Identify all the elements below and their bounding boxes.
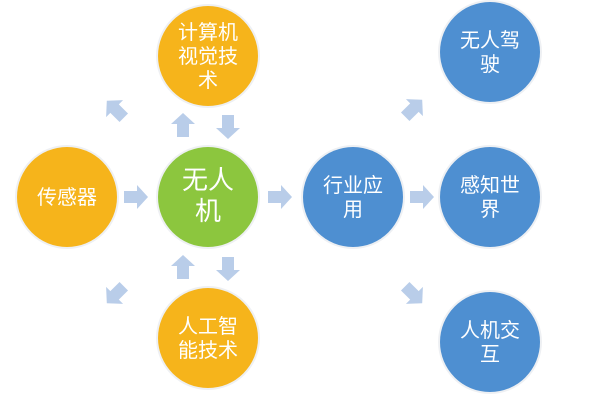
node-industry-label: 行业应用 bbox=[323, 173, 383, 221]
arrow-to-bottom-left-icon bbox=[106, 281, 129, 304]
node-ai-label: 人工智能技术 bbox=[178, 314, 238, 362]
arrow-to-hci-icon bbox=[400, 281, 423, 304]
node-industry: 行业应用 bbox=[303, 147, 403, 247]
node-vision: 计算机视觉技术 bbox=[158, 6, 258, 106]
arrow-drone-to-ai-down-icon bbox=[216, 257, 240, 281]
node-perception-label: 感知世界 bbox=[460, 173, 520, 221]
arrow-to-top-left-icon bbox=[106, 100, 129, 123]
arrow-drone-to-ai-up-icon bbox=[171, 255, 195, 279]
node-sensor-label: 传感器 bbox=[37, 185, 97, 209]
node-drone-label: 无人机 bbox=[181, 165, 234, 227]
node-drone: 无人机 bbox=[158, 147, 258, 247]
arrow-vision-to-drone-icon bbox=[216, 115, 240, 139]
node-sensor: 传感器 bbox=[17, 147, 117, 247]
node-autodrive-label: 无人驾驶 bbox=[460, 28, 520, 76]
node-hci: 人机交互 bbox=[440, 292, 540, 392]
node-perception: 感知世界 bbox=[440, 147, 540, 247]
arrow-sensor-to-drone-icon bbox=[124, 185, 148, 209]
node-ai: 人工智能技术 bbox=[158, 288, 258, 388]
arrow-drone-to-vision-icon bbox=[171, 113, 195, 137]
arrow-industry-to-perception-icon bbox=[410, 185, 434, 209]
arrow-drone-to-industry-icon bbox=[268, 185, 292, 209]
arrow-to-autodrive-icon bbox=[400, 99, 423, 122]
node-autodrive: 无人驾驶 bbox=[440, 2, 540, 102]
node-vision-label: 计算机视觉技术 bbox=[178, 20, 238, 92]
node-hci-label: 人机交互 bbox=[460, 318, 520, 366]
